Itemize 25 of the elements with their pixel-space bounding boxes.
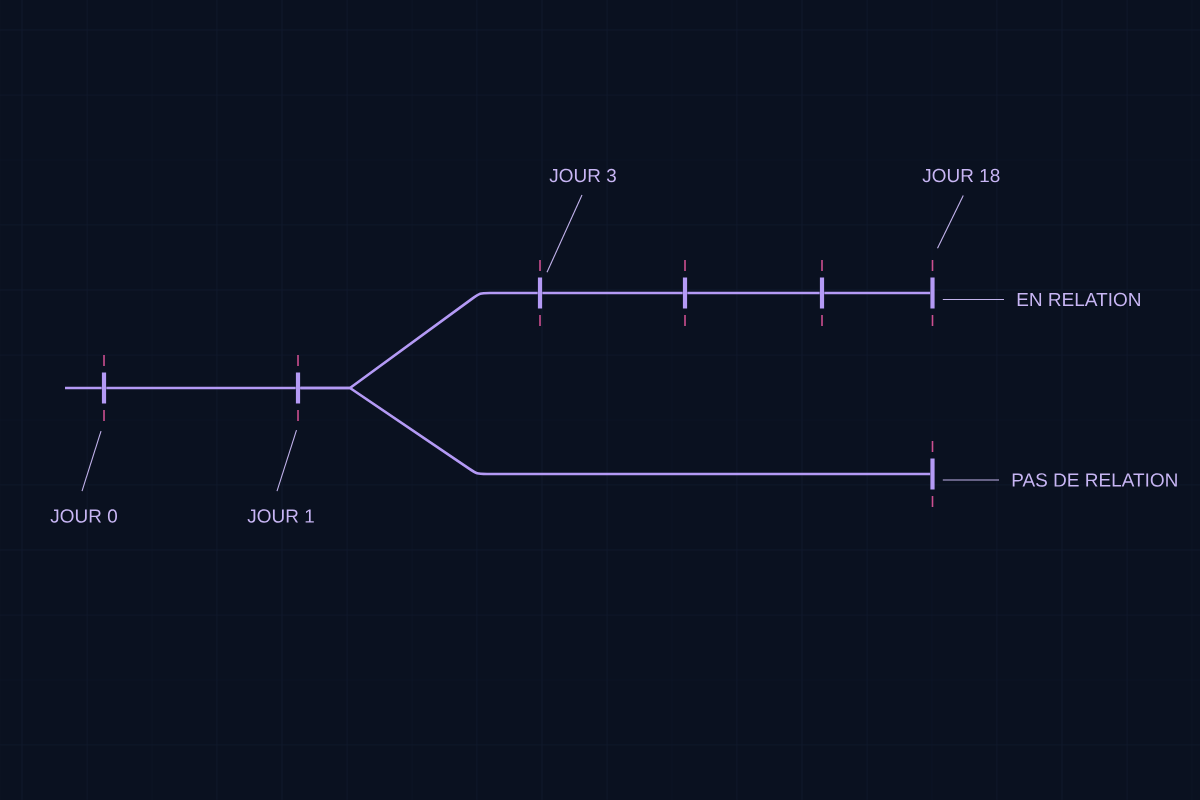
outcome-label: PAS DE RELATION bbox=[1012, 473, 1177, 487]
outcome-label: EN RELATION bbox=[1017, 292, 1140, 307]
leader-line bbox=[81, 430, 102, 492]
tick-mark bbox=[819, 259, 825, 327]
leader-line bbox=[936, 194, 964, 249]
leader-line bbox=[942, 298, 1005, 301]
leader-line bbox=[942, 479, 1000, 481]
timeline-line bbox=[687, 291, 820, 295]
timeline-line bbox=[300, 386, 931, 476]
day-label: JOUR 18 bbox=[922, 168, 1000, 183]
day-label: JOUR 0 bbox=[50, 509, 117, 523]
tick-mark bbox=[101, 354, 107, 422]
timeline-line bbox=[106, 386, 296, 390]
day-label: JOUR 3 bbox=[549, 168, 616, 183]
leader-line bbox=[546, 194, 583, 273]
leader-line bbox=[276, 429, 298, 492]
day-label: JOUR 1 bbox=[247, 509, 314, 523]
tick-mark bbox=[537, 259, 543, 327]
tick-mark bbox=[682, 259, 688, 327]
tick-mark bbox=[930, 259, 935, 327]
tick-mark bbox=[930, 440, 935, 508]
timeline-line bbox=[542, 291, 683, 295]
timeline-line bbox=[65, 386, 102, 390]
tick-mark bbox=[295, 354, 301, 422]
timeline-line bbox=[824, 291, 931, 295]
